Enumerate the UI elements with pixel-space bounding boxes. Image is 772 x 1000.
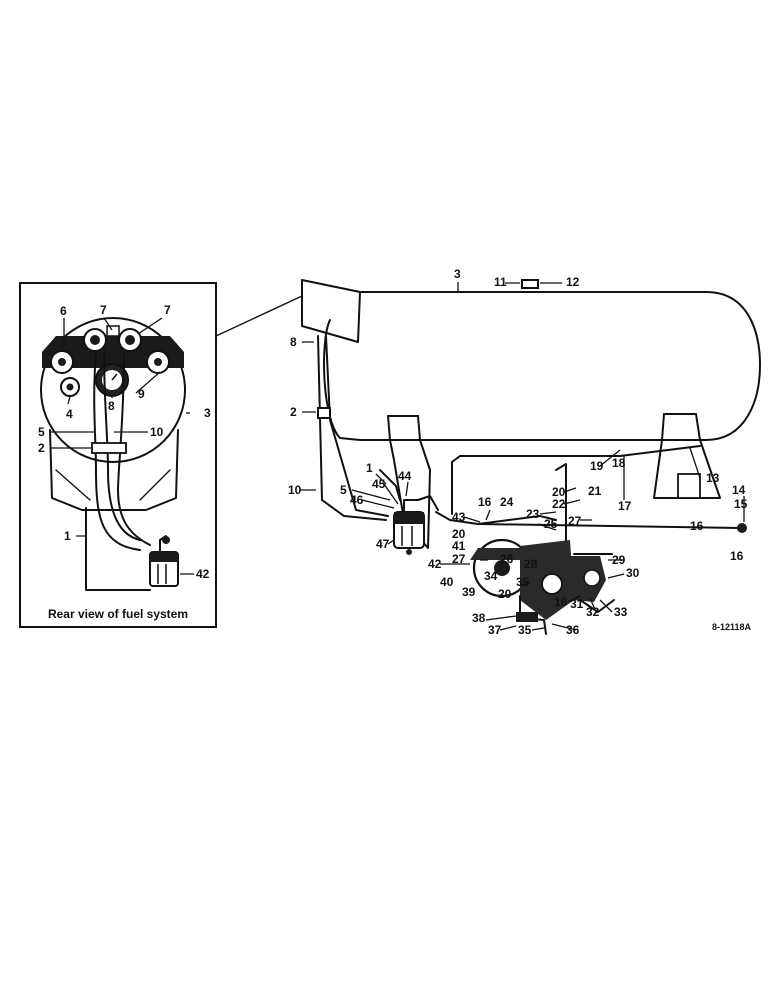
callout: 42 [196,567,210,581]
callout: 26 [500,552,514,566]
callout: 30 [626,566,640,580]
callout: 5 [340,483,347,497]
inset-fuel-line-10 [103,351,141,541]
callout: 8 [290,335,297,349]
callout: 38 [472,611,486,625]
callout: 41 [452,539,466,553]
callout: 33 [614,605,628,619]
inset-connector-line [215,295,303,337]
callout: 9 [138,387,145,401]
callout: 16 [730,549,744,563]
callout: 5 [38,425,45,439]
callout: 14 [732,483,746,497]
callout: 4 [66,407,73,421]
callout: 11 [494,275,507,289]
callout: 40 [440,575,454,589]
callout: 8 [108,399,115,413]
inset-filter [149,535,179,587]
fuel-line-43 [435,511,557,525]
callout: 3 [204,406,211,420]
callout: 36 [566,623,580,637]
callout: 20 [452,527,466,541]
callout: 39 [462,585,476,599]
callout: 6 [60,304,67,318]
callout: 28 [524,557,538,571]
inset-callouts: 6 7 7 9 4 8 3 5 10 2 1 42 [38,303,211,581]
main-filter [393,495,439,555]
callout: 19 [590,459,604,473]
converter-assembly [470,538,615,635]
callout: 13 [706,471,720,485]
callout: 1 [366,461,373,475]
rear-view-inset: Rear view of fuel system [19,282,217,628]
inset-pipe-1 [85,507,151,591]
callout: 10 [288,483,302,497]
drawing-code: 8-12118A [712,622,752,632]
callout: 23 [526,507,540,521]
inset-saddle [49,429,179,511]
frame-rail [451,445,701,463]
callout: 20 [552,485,566,499]
callout: 32 [586,605,600,619]
inset-fuel-line-5 [93,351,141,551]
callout: 1 [64,529,71,543]
callout: 7 [164,303,171,317]
callout: 18 [612,456,626,470]
callout: 16 [690,519,704,533]
tank-end-cover [301,279,361,343]
callout: 17 [618,499,632,513]
callout: 31 [570,597,584,611]
callout: 20 [498,587,512,601]
callout: 35 [518,623,532,637]
callout: 27 [568,514,582,528]
callout: 45 [372,477,386,491]
tank-fill-valve [521,279,539,289]
callout: 2 [38,441,45,455]
callout: 16 [478,495,492,509]
callout: 46 [350,493,364,507]
callout: 22 [552,497,566,511]
fuel-line-5 [325,335,389,517]
callout: 44 [398,469,412,483]
callout: 47 [376,537,390,551]
callout: 7 [100,303,107,317]
callout: 34 [484,569,498,583]
support-bar [479,523,741,529]
callout: 2 [290,405,297,419]
callout: 27 [452,552,466,566]
callout: 42 [428,557,442,571]
callout: 35 [516,575,530,589]
callout: 37 [488,623,502,637]
main-callouts: 3 11 12 8 2 1 19 18 13 14 15 16 10 5 44 … [288,267,748,637]
fuel-tank [359,291,761,441]
callout: 43 [452,510,466,524]
callout: 10 [150,425,164,439]
callout: 21 [588,484,602,498]
callout: 3 [454,267,461,281]
inset-caption: Rear view of fuel system [48,607,188,621]
callout: 15 [734,497,748,511]
pipe-1 [379,469,401,501]
main-view [301,279,761,635]
callout: 24 [500,495,514,509]
callout: 12 [566,275,580,289]
callout: 16 [554,595,568,609]
